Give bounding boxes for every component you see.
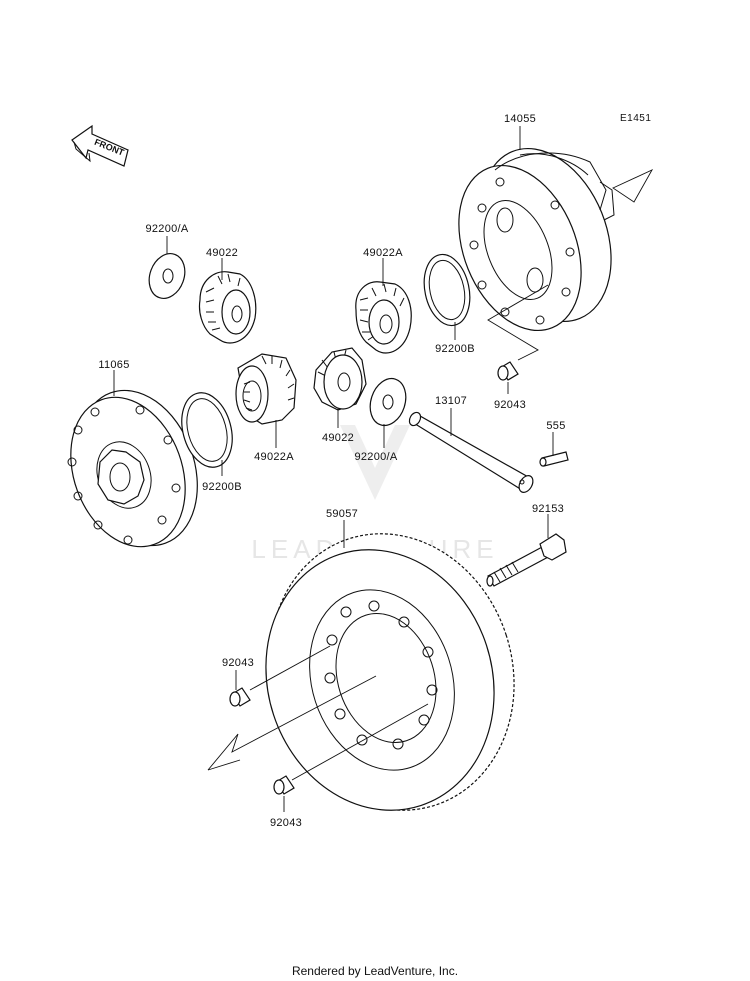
pin-92043-left <box>229 687 251 707</box>
label-11065: 11065 <box>98 359 129 371</box>
differential-case <box>458 147 615 332</box>
label-13107: 13107 <box>435 395 467 407</box>
front-arrow-icon: FRONT <box>71 124 129 167</box>
label-92200a-top: 92200/A <box>145 223 188 235</box>
label-59057: 59057 <box>326 508 358 520</box>
washer-92200a-mid <box>369 377 407 427</box>
label-49022a-bottom: 49022A <box>254 451 294 463</box>
label-92200b-left: 92200B <box>202 481 242 493</box>
cover-bolt-holes <box>67 405 181 545</box>
side-gear-49022a-bottom <box>235 353 297 425</box>
pinion-shaft-13107 <box>408 411 534 493</box>
label-49022-mid: 49022 <box>322 432 354 444</box>
bolt-92153 <box>486 533 567 587</box>
label-92200a-mid: 92200/A <box>354 451 397 463</box>
label-92043-right: 92043 <box>494 399 526 411</box>
label-92200b-right: 92200B <box>435 343 475 355</box>
thrust-washer-92200b-right <box>423 253 471 327</box>
label-92153: 92153 <box>532 503 564 515</box>
ring-gear-bolt-holes <box>324 600 438 750</box>
label-49022a-top: 49022A <box>363 247 403 259</box>
label-14055: 14055 <box>504 113 536 125</box>
label-555: 555 <box>546 420 565 432</box>
label-92043-left: 92043 <box>222 657 254 669</box>
label-92043-bottom: 92043 <box>270 817 302 829</box>
spring-pin-555 <box>539 451 569 467</box>
side-gear-49022a-top <box>355 281 412 354</box>
washer-92200a-top <box>148 253 186 299</box>
pin-92043-bottom <box>273 775 295 795</box>
bevel-gear-49022-mid <box>313 347 367 411</box>
label-49022-top: 49022 <box>206 247 238 259</box>
bevel-gear-49022-top <box>198 271 257 344</box>
pin-92043-right <box>497 361 519 381</box>
footer-credit: Rendered by LeadVenture, Inc. <box>292 964 458 978</box>
ring-gear-59057 <box>265 533 515 811</box>
diagram-code: E1451 <box>620 113 651 124</box>
thrust-washer-92200b-left <box>181 392 233 468</box>
